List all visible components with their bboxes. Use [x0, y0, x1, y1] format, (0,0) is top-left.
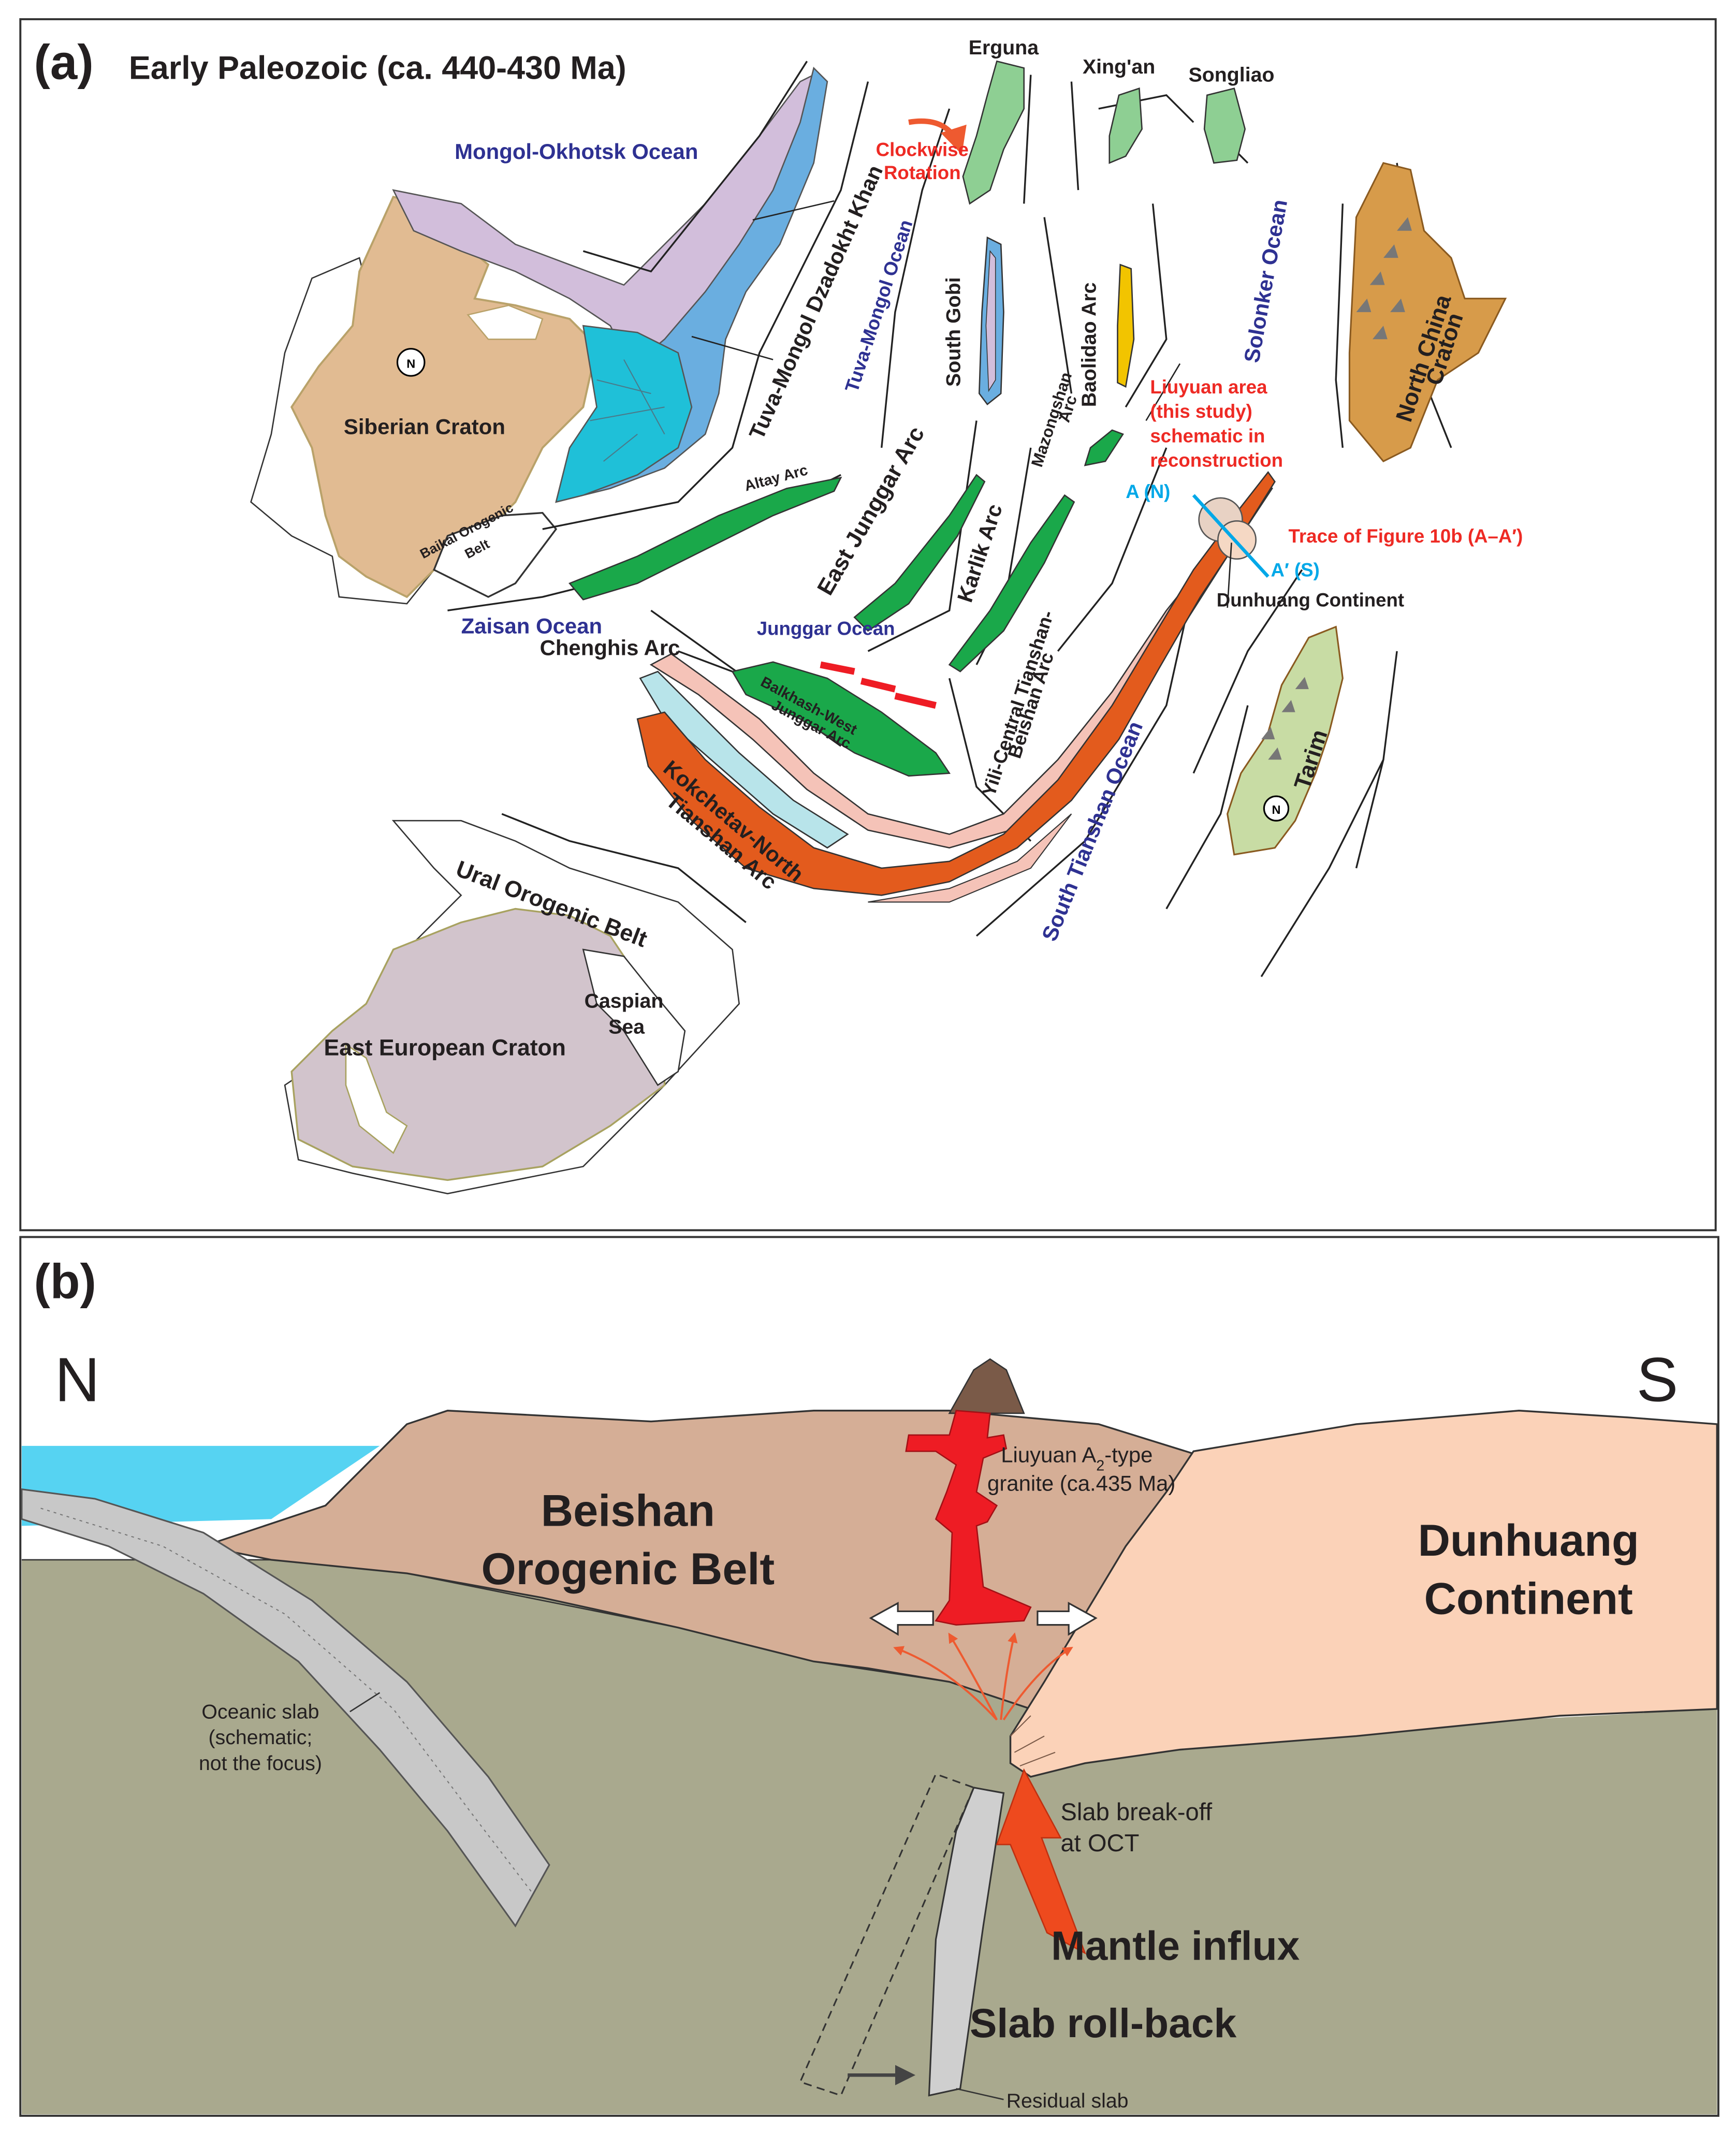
kokchetav-arc-shape [636, 471, 1276, 896]
liuyuan-granite-shape [905, 1410, 1032, 1626]
label-a-south: A′ (S) [1271, 560, 1320, 581]
label-mongol-okhotsk: Mongol-Okhotsk Ocean [455, 139, 698, 164]
label-liuyuan-2: (this study) [1150, 401, 1252, 422]
label-residual-slab: Residual slab [1006, 2089, 1129, 2112]
mantle-influx-arrow [996, 1768, 1087, 1955]
label-dunhuang-1: Dunhuang [1418, 1516, 1639, 1566]
cyan-lines [590, 359, 665, 462]
songliao-block [1203, 87, 1246, 164]
label-caspian-1: Caspian [585, 990, 664, 1013]
residual-leader [956, 2088, 1004, 2100]
residual-slab-ghost [799, 1773, 975, 2097]
label-zaisan: Zaisan Ocean [461, 614, 603, 638]
label-caspian-2: Sea [608, 1016, 645, 1039]
heat-arrows [893, 1632, 1073, 1721]
mazongshan-arc-shape [1084, 429, 1124, 466]
trace-a-line [1192, 494, 1270, 578]
label-baolidao: Baolidao Arc [1078, 282, 1101, 407]
label-xingan: Xing'an [1083, 55, 1155, 78]
label-oceanic-1: Oceanic slab [201, 1700, 319, 1723]
label-beishan-1: Beishan [541, 1486, 715, 1536]
label-liuyuan-granite-1: Liuyuan A2-type [1001, 1442, 1153, 1474]
label-slab-rollback: Slab roll-back [970, 2000, 1237, 2046]
extension-arrow-right [1037, 1602, 1098, 1636]
label-breakoff-1: Slab break-off [1060, 1798, 1213, 1825]
siberia-north-symbol [396, 348, 426, 377]
extension-arrow-left [869, 1602, 934, 1636]
label-erguna: Erguna [969, 36, 1039, 59]
label-oceanic-2: (schematic; [209, 1726, 313, 1749]
label-breakoff-2: at OCT [1060, 1829, 1139, 1856]
leader-lines [691, 200, 1232, 608]
panel-a-title: Early Paleozoic (ca. 440-430 Ma) [129, 50, 626, 86]
siberia-north-letter: N [406, 357, 415, 370]
label-liuyuan-granite-2: granite (ca.435 Ma) [987, 1471, 1175, 1495]
panel-a-letter: (a) [34, 35, 93, 89]
label-clockwise-2: Rotation [884, 162, 961, 183]
label-trace: Trace of Figure 10b (A–A′) [1289, 525, 1523, 547]
tarim-north-letter: N [1272, 803, 1280, 816]
label-oceanic-3: not the focus) [199, 1752, 322, 1775]
label-liuyuan-4: reconstruction [1150, 450, 1283, 471]
subduction-lines [447, 61, 1452, 977]
baolidao-arc-shape [1117, 264, 1135, 388]
fault-marks [820, 661, 937, 709]
north-china-craton-shape [1348, 162, 1507, 463]
east-europe-lake [345, 1043, 408, 1154]
label-chenghis: Chenghis Arc [540, 636, 680, 660]
label-a-north: A (N) [1126, 481, 1170, 502]
label-liuyuan-3: schematic in [1150, 425, 1265, 446]
kokchetav-inner-pink [868, 813, 1072, 903]
label-east-european: East European Craton [324, 1035, 566, 1060]
xingan-block [1108, 87, 1143, 164]
label-liuyuan-1: Liuyuan area [1150, 376, 1267, 398]
erguna-block [962, 60, 1025, 205]
label-dunhuang-2: Continent [1424, 1574, 1633, 1624]
north-china-teeth [1356, 217, 1412, 340]
cyan-block [555, 325, 693, 503]
panel-b-south: S [1637, 1344, 1678, 1414]
oceanic-leader [349, 1692, 381, 1713]
mantle-layer [21, 1559, 1717, 2115]
label-junggar-ocean: Junggar Ocean [757, 618, 895, 639]
dunhuang-slab-tip [1010, 1715, 1056, 1767]
balkhash-arc-shape [731, 661, 951, 777]
label-siberian-craton: Siberian Craton [344, 415, 505, 439]
oceanic-slab-shape [21, 1488, 550, 1928]
clockwise-rotation-arrow [908, 118, 967, 155]
karlik-arc-shape [948, 494, 1075, 672]
baikal-belt-shape [433, 511, 558, 598]
south-gobi-core [985, 250, 996, 392]
label-south-gobi: South Gobi [942, 277, 965, 387]
volcano-shape [948, 1358, 1025, 1414]
tarim-teeth [1261, 677, 1309, 760]
oceanic-slab-dots [40, 1508, 532, 1893]
panel-b-north: N [55, 1344, 100, 1414]
siberia-lake [466, 304, 544, 340]
label-mantle-influx: Mantle influx [1051, 1923, 1300, 1969]
label-songliao: Songliao [1189, 64, 1275, 86]
label-beishan-2: Orogenic Belt [481, 1544, 775, 1594]
caspian-sea-shape [582, 948, 686, 1086]
panel-b-letter: (b) [34, 1254, 96, 1308]
residual-slab-shape [928, 1787, 1005, 2097]
label-dunhuang-continent-a: Dunhuang Continent [1217, 589, 1404, 610]
altay-arc-shape [568, 476, 842, 601]
dunhuang-continent-shape [1009, 1410, 1718, 1778]
east-junggar-arc-shape [853, 474, 986, 632]
label-clockwise-1: Clockwise [876, 139, 969, 160]
tarim-north-symbol [1263, 795, 1290, 822]
light-blue-belt [639, 670, 849, 849]
